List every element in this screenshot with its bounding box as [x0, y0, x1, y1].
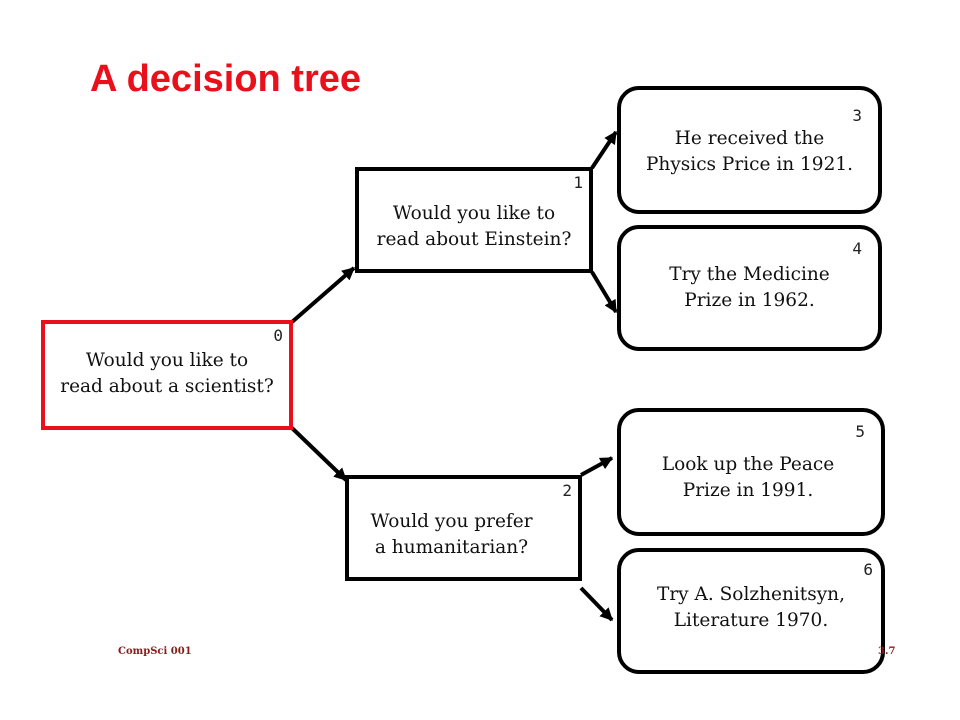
node-6-literature-prize: 6 Try A. Solzhenitsyn, Literature 1970. [617, 548, 885, 674]
node-number: 5 [855, 422, 865, 441]
node-number: 1 [573, 173, 583, 192]
node-5-peace-prize: 5 Look up the Peace Prize in 1991. [617, 408, 885, 536]
node-3-physics-prize: 3 He received the Physics Price in 1921. [617, 86, 882, 214]
node-1-einstein-question: 1 Would you like to read about Einstein? [355, 167, 593, 273]
node-text: He received the Physics Price in 1921. [645, 128, 854, 175]
node-text: Try A. Solzhenitsyn, Literature 1970. [657, 584, 845, 631]
node-0-scientist-question: 0 Would you like to read about a scienti… [41, 320, 293, 430]
node-text: Would you prefer a humanitarian? [370, 511, 533, 558]
node-2-humanitarian-question: 2 Would you prefer a humanitarian? [345, 475, 582, 581]
node-number: 6 [863, 560, 873, 579]
node-text: Look up the Peace Prize in 1991. [661, 454, 835, 501]
node-number: 4 [852, 239, 862, 258]
footer-slide-number: 3.7 [878, 646, 896, 657]
node-number: 3 [852, 106, 862, 125]
node-text: Try the Medicine Prize in 1962. [669, 264, 830, 311]
edge-2-5 [580, 456, 614, 477]
node-text: Would you like to read about a scientist… [60, 350, 274, 397]
edge-1-4 [590, 270, 618, 314]
node-number: 0 [273, 326, 283, 345]
node-text: Would you like to read about Einstein? [376, 203, 572, 250]
edge-2-6 [579, 586, 614, 622]
footer-course: CompSci 001 [118, 646, 192, 657]
slide-title: A decision tree [90, 58, 362, 100]
node-4-medicine-prize: 4 Try the Medicine Prize in 1962. [617, 225, 882, 351]
edge-0-1 [290, 266, 356, 324]
edge-0-2 [290, 426, 348, 482]
edge-1-3 [590, 130, 618, 170]
node-number: 2 [562, 481, 572, 500]
